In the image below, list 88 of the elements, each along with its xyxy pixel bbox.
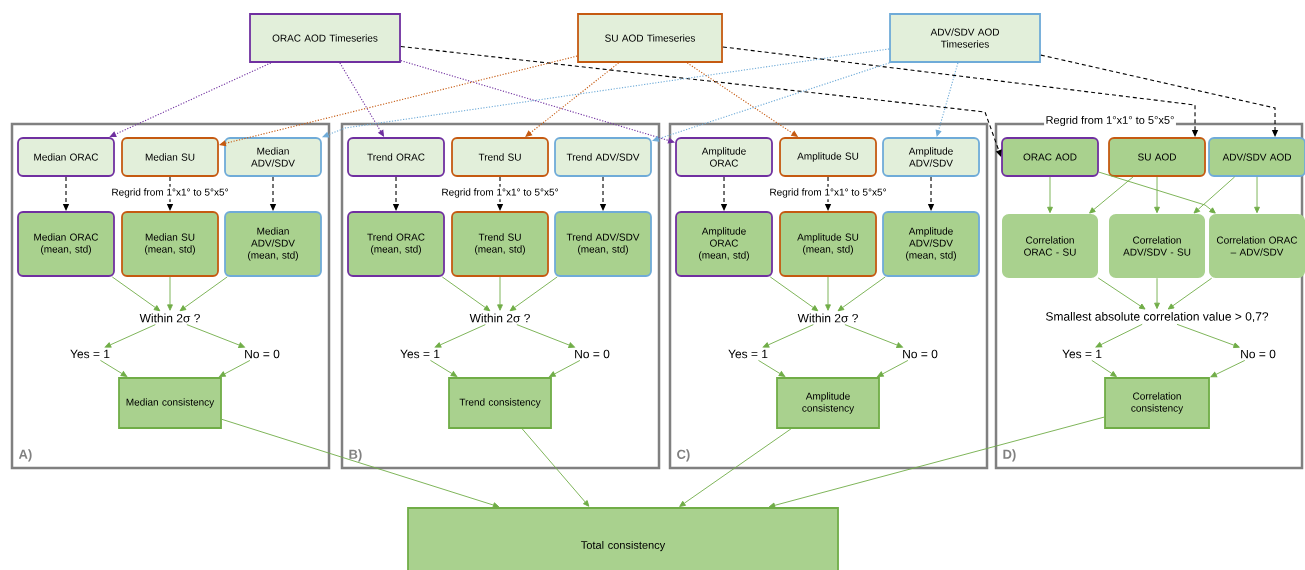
- process-box: ADV/SDV AOD: [1208, 137, 1305, 177]
- decision-text: Yes = 1: [70, 349, 110, 359]
- decision-text: Yes = 1: [1062, 349, 1102, 359]
- data-box: ORAC AOD Timeseries: [249, 13, 401, 63]
- arrow: [1091, 359, 1117, 377]
- annotation-text: Regrid from 1°x1° to 5°x5°: [1044, 114, 1176, 128]
- process-box: Trend SU: [451, 137, 549, 177]
- arrow: [549, 360, 581, 377]
- result-box: Total consistency: [407, 507, 839, 570]
- arrow: [1097, 277, 1146, 310]
- process-box: Trend ORAC (mean, std): [347, 211, 445, 277]
- arrow: [1167, 277, 1213, 310]
- data-box: ADV/SDV AOD Timeseries: [889, 13, 1041, 63]
- arrow: [516, 324, 575, 348]
- arrow: [509, 276, 558, 312]
- arrow: [679, 428, 792, 507]
- result-box: Amplitude consistency: [776, 377, 880, 429]
- arrow: [1154, 277, 1160, 309]
- process-box: Trend ORAC: [347, 137, 445, 177]
- arrow: [825, 276, 831, 311]
- process-box: Median SU (mean, std): [121, 211, 219, 277]
- decision-text: Within 2σ ?: [797, 313, 858, 323]
- process-box: Correlation ADV/SDV - SU: [1109, 214, 1205, 278]
- arrow: [104, 324, 156, 348]
- decision-text: Yes = 1: [400, 349, 440, 359]
- decision-text: Within 2σ ?: [139, 313, 200, 323]
- dotted-arrow: [652, 62, 890, 142]
- decision-text: Smallest absolute correlation value > 0,7?: [1046, 311, 1269, 323]
- process-box: Median SU: [121, 137, 219, 177]
- arrow: [1254, 176, 1260, 214]
- arrow: [762, 324, 814, 348]
- arrow: [1095, 323, 1143, 348]
- process-box: Amplitude ORAC (mean, std): [675, 211, 773, 277]
- decision-text: Within 2σ ?: [469, 313, 530, 323]
- arrow: [186, 324, 245, 348]
- annotation-text: Regrid from 1°x1° to 5°x5°: [767, 186, 889, 200]
- data-box: SU AOD Timeseries: [577, 13, 723, 63]
- decision-text: No = 0: [903, 349, 938, 359]
- process-box: Amplitude SU: [779, 137, 877, 177]
- arrow: [521, 428, 590, 507]
- process-box: Trend ADV/SDV: [554, 137, 652, 177]
- arrow: [1047, 176, 1053, 214]
- arrow: [837, 276, 886, 312]
- arrow: [1089, 176, 1134, 214]
- arrow: [1193, 176, 1236, 214]
- arrow: [877, 360, 909, 377]
- process-box: Amplitude SU (mean, std): [779, 211, 877, 277]
- annotation-text: Regrid from 1°x1° to 5°x5°: [109, 186, 231, 200]
- arrow: [179, 276, 228, 312]
- arrow: [768, 416, 1105, 509]
- arrow: [1176, 323, 1240, 349]
- process-box: Median ORAC (mean, std): [17, 211, 115, 277]
- process-box: Trend ADV/SDV (mean, std): [554, 211, 652, 277]
- decision-text: No = 0: [245, 349, 280, 359]
- arrow: [1154, 176, 1160, 214]
- decision-text: No = 0: [1241, 349, 1276, 359]
- process-box: Amplitude ORAC: [675, 137, 773, 177]
- arrow: [221, 418, 500, 508]
- arrow: [758, 359, 786, 377]
- process-box: Median ADV/SDV (mean, std): [224, 211, 322, 277]
- arrow: [434, 324, 486, 348]
- decision-text: Yes = 1: [728, 349, 768, 359]
- arrow: [100, 359, 128, 377]
- arrow: [1210, 360, 1246, 378]
- arrow: [430, 359, 458, 377]
- process-box: ORAC AOD: [1001, 137, 1099, 177]
- arrow: [219, 360, 251, 377]
- process-box: Amplitude ADV/SDV: [882, 137, 980, 177]
- arrow: [111, 276, 161, 312]
- arrow: [769, 276, 819, 312]
- result-box: Median consistency: [118, 377, 222, 429]
- result-box: Trend consistency: [448, 377, 552, 429]
- arrow: [844, 324, 903, 348]
- process-box: SU AOD: [1108, 137, 1206, 177]
- process-box: Median ADV/SDV: [224, 137, 322, 177]
- dashed-arrow: [400, 45, 1002, 157]
- process-box: Correlation ORAC – ADV/SDV: [1209, 214, 1305, 278]
- arrow: [441, 276, 491, 312]
- decision-text: No = 0: [575, 349, 610, 359]
- result-box: Correlation consistency: [1104, 377, 1210, 429]
- arrow: [497, 276, 503, 311]
- process-box: Median ORAC: [17, 137, 115, 177]
- arrow: [167, 276, 173, 311]
- arrow: [1098, 171, 1216, 214]
- process-box: Correlation ORAC - SU: [1002, 214, 1098, 278]
- process-box: Trend SU (mean, std): [451, 211, 549, 277]
- annotation-text: Regrid from 1°x1° to 5°x5°: [439, 186, 561, 200]
- process-box: Amplitude ADV/SDV (mean, std): [882, 211, 980, 277]
